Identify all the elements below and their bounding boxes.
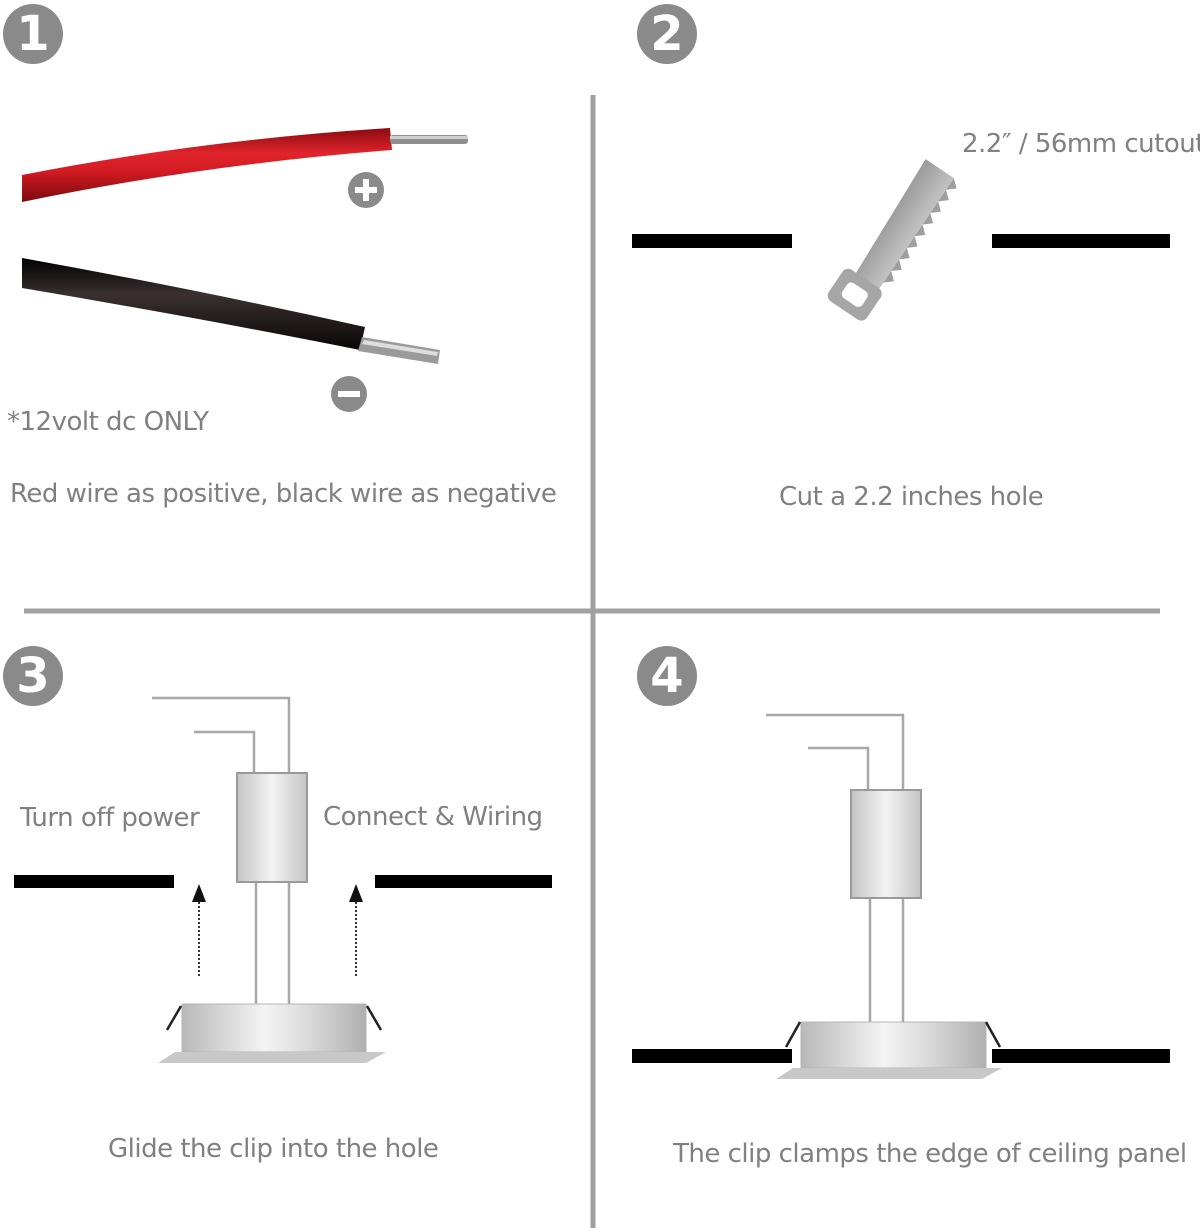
step-2-caption: Cut a 2.2 inches hole bbox=[779, 482, 1044, 512]
upward-arrow bbox=[192, 884, 206, 976]
panel-right-segment bbox=[992, 1049, 1170, 1063]
wire-connector bbox=[850, 789, 922, 899]
step-4-badge: 4 bbox=[637, 646, 697, 706]
wire-connector bbox=[236, 772, 308, 883]
step-1-badge: 1 bbox=[3, 4, 63, 64]
turn-off-power-label: Turn off power bbox=[20, 803, 200, 833]
black-wire bbox=[22, 258, 440, 364]
downlight-fixture bbox=[776, 1021, 1002, 1079]
fixture-wires bbox=[152, 696, 291, 1004]
step-4-caption: The clip clamps the edge of ceiling pane… bbox=[673, 1139, 1187, 1169]
connect-wiring-label: Connect & Wiring bbox=[323, 802, 543, 832]
minus-circle-icon bbox=[331, 376, 367, 412]
fixture-wires bbox=[766, 713, 905, 1022]
panel-left-segment bbox=[14, 875, 174, 888]
hand-saw-icon bbox=[827, 159, 957, 321]
plus-circle-icon bbox=[348, 172, 384, 208]
panel-left-segment bbox=[632, 1049, 792, 1063]
upward-arrow bbox=[349, 884, 363, 976]
panel-right-segment bbox=[375, 875, 552, 888]
red-wire bbox=[22, 128, 468, 202]
cutout-label: 2.2″ / 56mm cutout bbox=[962, 129, 1200, 159]
panel-right-segment bbox=[992, 234, 1170, 248]
downlight-fixture bbox=[158, 1003, 386, 1063]
voltage-note: *12volt dc ONLY bbox=[7, 407, 209, 437]
step-2-badge: 2 bbox=[637, 4, 697, 64]
step-3-badge: 3 bbox=[3, 646, 63, 706]
step-1-caption: Red wire as positive, black wire as nega… bbox=[10, 479, 557, 509]
panel-left-segment bbox=[632, 234, 792, 248]
step-3-caption: Glide the clip into the hole bbox=[108, 1134, 439, 1164]
